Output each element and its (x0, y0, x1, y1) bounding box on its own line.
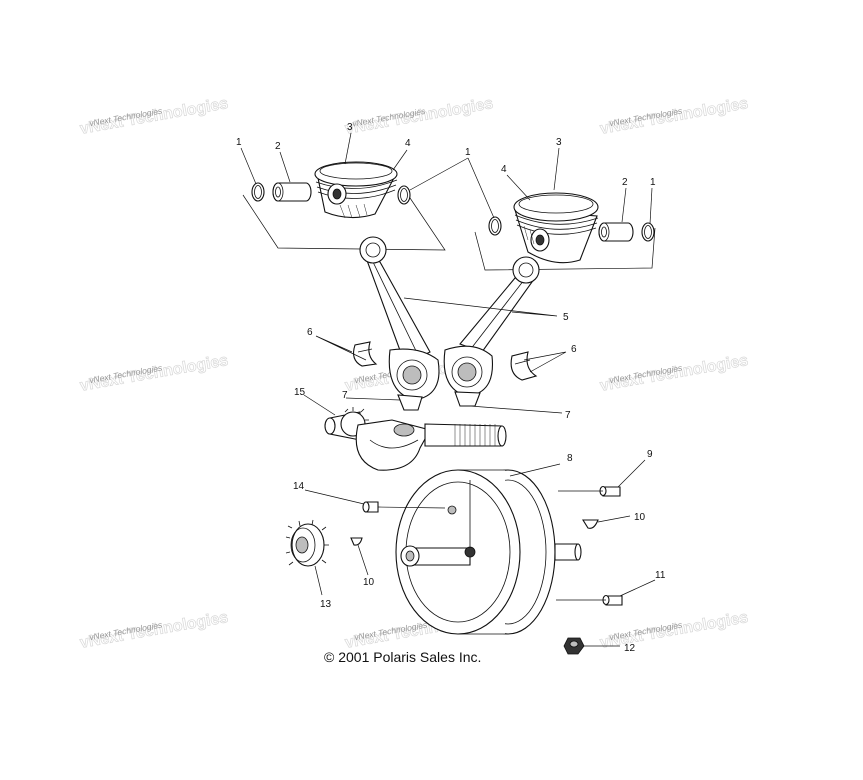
callout-2: 2 (275, 141, 281, 152)
crankshaft-part-15 (324, 407, 507, 471)
callout-1: 1 (650, 177, 656, 188)
callout-6: 6 (571, 344, 577, 355)
left-connecting-rod (359, 236, 440, 411)
piston-part-3 (513, 192, 599, 264)
circlip-part-1 (251, 182, 265, 202)
right-piston-bracket (474, 227, 656, 271)
dowel-pin-part-14 (362, 501, 379, 513)
circlip-part-1 (397, 185, 411, 205)
piston-part-3 (314, 161, 398, 219)
piston-pin-part-2 (272, 182, 312, 202)
callout-13: 13 (320, 599, 332, 610)
callout-4: 4 (405, 138, 411, 149)
callout-labels: 1 2 3 4 1 3 4 2 1 5 6 6 15 7 7 8 9 14 10… (236, 122, 666, 654)
connecting-rods-part-5 (359, 236, 540, 411)
callout-11: 11 (655, 570, 666, 581)
callout-1: 1 (465, 147, 471, 158)
right-piston-assembly (474, 192, 656, 271)
callout-1: 1 (236, 137, 242, 148)
callout-10: 10 (634, 512, 646, 523)
callout-4: 4 (501, 164, 507, 175)
callout-7: 7 (342, 390, 348, 401)
piston-pin-part-2 (598, 222, 634, 242)
gear-part-13 (285, 519, 329, 567)
callout-7: 7 (565, 410, 571, 421)
callout-3: 3 (347, 122, 353, 133)
rod-bearing-part-6-left (353, 341, 378, 367)
flywheel-part-8 (395, 469, 582, 635)
callout-10: 10 (363, 577, 375, 588)
right-connecting-rod (443, 256, 540, 407)
copyright-notice: © 2001 Polaris Sales Inc. (324, 649, 481, 665)
nut-part-12 (563, 637, 585, 655)
left-piston-assembly (242, 161, 446, 251)
leader-lines (240, 132, 656, 647)
callout-15: 15 (294, 387, 306, 398)
circlip-part-1 (488, 216, 502, 236)
rod-bearing-part-6-right (510, 351, 538, 381)
callout-5: 5 (563, 312, 569, 323)
callout-3: 3 (556, 137, 562, 148)
callout-9: 9 (647, 449, 653, 460)
callout-12: 12 (624, 643, 636, 654)
callout-2: 2 (622, 177, 628, 188)
callout-6: 6 (307, 327, 313, 338)
callout-8: 8 (567, 453, 573, 464)
woodruff-key-part-10-left (350, 537, 363, 546)
callout-14: 14 (293, 481, 305, 492)
woodruff-key-part-10-right (582, 519, 599, 529)
dowel-part-9 (599, 485, 621, 497)
circlip-part-1 (641, 222, 655, 242)
